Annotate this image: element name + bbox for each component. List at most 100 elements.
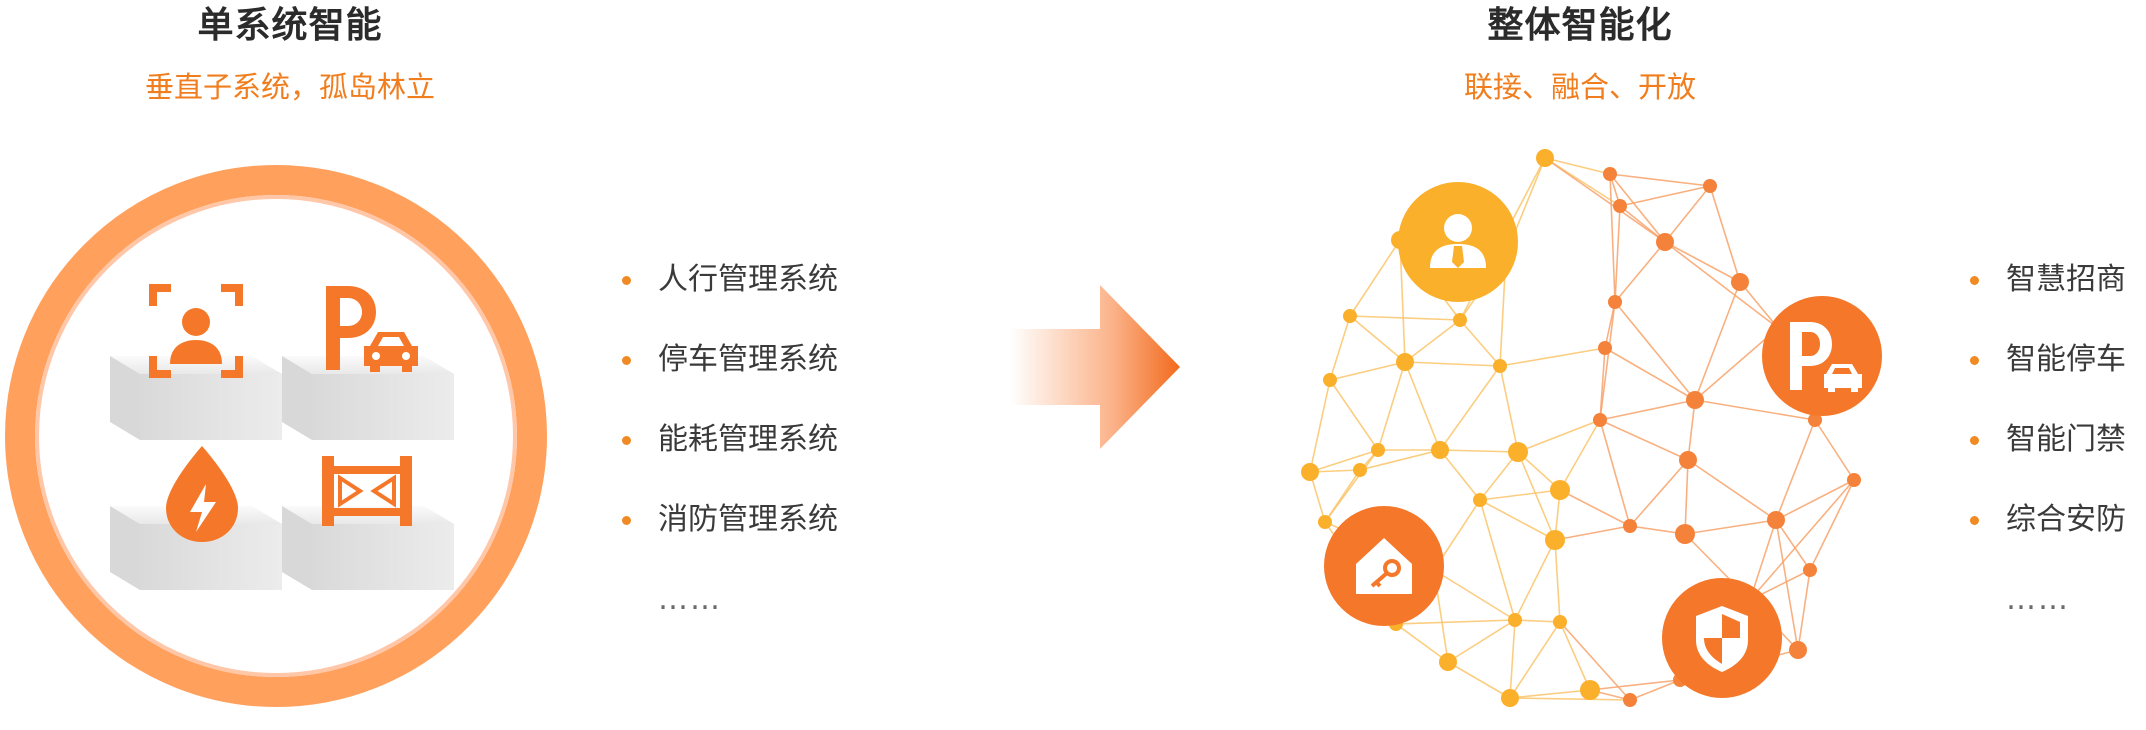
network-node (1686, 391, 1704, 409)
network-link (1559, 419, 1601, 491)
bullet-dot (1970, 356, 1979, 365)
network-link (1479, 451, 1519, 501)
network-link (1359, 449, 1441, 471)
gate-icon (322, 456, 412, 526)
network-link (1775, 479, 1855, 521)
smart-home-icon (1324, 506, 1444, 626)
network-node (1656, 233, 1674, 251)
left-system-list: 人行管理系统 停车管理系统 能耗管理系统 消防管理系统 …… (622, 253, 838, 653)
network-link (1609, 173, 1711, 187)
network-link (1775, 519, 1811, 571)
network-link (1629, 459, 1689, 527)
network-node (1623, 519, 1637, 533)
network-link (1544, 157, 1611, 175)
face-block (110, 356, 282, 440)
list-more-ellipsis: …… (658, 582, 722, 617)
network-link (1349, 315, 1461, 321)
network-node (1603, 167, 1617, 181)
network-link (1739, 281, 1779, 329)
network-link (1479, 489, 1561, 501)
network-node (1493, 359, 1507, 373)
network-node (1301, 463, 1319, 481)
network-node (1431, 441, 1449, 459)
network-link (1687, 399, 1696, 461)
network-node (1847, 473, 1861, 487)
network-link (1609, 173, 1616, 303)
network-link (1599, 301, 1616, 421)
network-link (1609, 173, 1666, 243)
network-link (1479, 499, 1556, 541)
network-link (1544, 157, 1666, 243)
network-node (1545, 530, 1565, 550)
network-link (1589, 679, 1681, 691)
network-node (1553, 615, 1567, 629)
network-link (1349, 239, 1401, 317)
network-link (1775, 519, 1799, 651)
network-node (1536, 149, 1554, 167)
bullet-dot (622, 436, 631, 445)
left-subtitle: 垂直子系统，孤岛林立 (144, 70, 435, 104)
right-title: 整体智能化 (1487, 5, 1673, 46)
network-link (1559, 489, 1631, 527)
network-link (1614, 205, 1621, 303)
network-link (1599, 399, 1696, 421)
network-node (1613, 199, 1627, 213)
network-link (1309, 379, 1331, 473)
network-link (1499, 347, 1606, 367)
network-link (1404, 361, 1441, 451)
network-link (1399, 239, 1406, 363)
network-node (1598, 341, 1612, 355)
network-link (1614, 241, 1666, 303)
network-link (1377, 361, 1406, 451)
network-link (1509, 621, 1561, 699)
bullet-dot (1970, 516, 1979, 525)
network-link (1439, 449, 1481, 501)
network-node (1703, 179, 1717, 193)
energy-block (110, 506, 282, 590)
network-sphere-diagram (1301, 149, 1882, 707)
network-link (1604, 347, 1696, 401)
bullet-dot (622, 356, 631, 365)
network-link (1439, 365, 1501, 451)
network-link (1684, 459, 1689, 535)
list-item: 智能停车 (1970, 333, 2126, 413)
network-node (1453, 313, 1467, 327)
network-node (1623, 693, 1637, 707)
bullet-dot (622, 516, 631, 525)
network-link (1814, 419, 1855, 481)
security-shield-icon (1662, 578, 1782, 698)
network-link (1694, 281, 1741, 401)
network-link (1629, 679, 1681, 701)
network-link (1809, 479, 1855, 571)
network-node (1508, 613, 1522, 627)
network-node (1343, 309, 1357, 323)
network-node (1679, 451, 1697, 469)
right-scenario-list: 智慧招商 智能停车 智能门禁 综合安防 …… (1970, 253, 2126, 653)
network-node (1803, 563, 1817, 577)
network-link (1329, 361, 1406, 381)
isolated-systems-diagram (5, 165, 547, 707)
network-link (1797, 569, 1811, 651)
network-link (1694, 327, 1779, 401)
network-link (1499, 365, 1519, 453)
network-link (1517, 451, 1556, 541)
parking-icon (1762, 296, 1882, 416)
face-recognition-icon (149, 284, 243, 378)
person-icon (1398, 182, 1518, 302)
network-link (1447, 619, 1516, 663)
network-link (1694, 399, 1816, 421)
network-link (1709, 185, 1741, 283)
network-node (1731, 273, 1749, 291)
network-link (1517, 419, 1601, 453)
network-link (1395, 619, 1516, 625)
network-node (1371, 443, 1385, 457)
network-link (1619, 185, 1711, 207)
network-node (1439, 653, 1457, 671)
list-item: 消防管理系统 (622, 493, 838, 573)
network-link (1554, 525, 1631, 541)
network-link (1509, 619, 1516, 699)
network-link (1599, 419, 1689, 461)
network-link (1459, 319, 1501, 367)
list-more-ellipsis: …… (2006, 582, 2070, 617)
isolation-ring (5, 165, 547, 707)
